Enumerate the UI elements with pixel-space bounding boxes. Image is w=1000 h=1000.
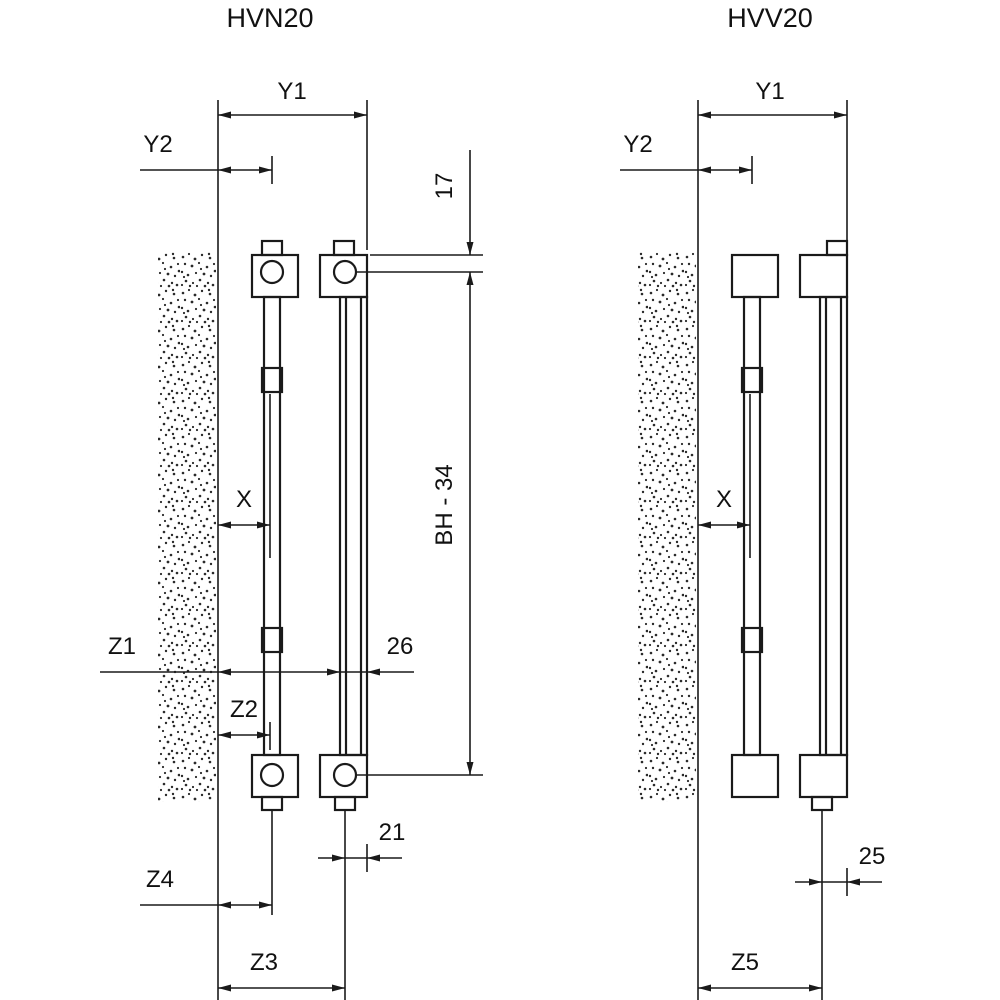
bottom-plug-back xyxy=(260,795,284,812)
dim-label-z1: Z1 xyxy=(108,633,136,660)
hvv20-dimensions: Y1 Y2 X 25 Z5 xyxy=(620,78,885,992)
bottom-header-back xyxy=(730,753,780,799)
bottom-connection-front xyxy=(332,762,358,788)
hvn20-title: HVN20 xyxy=(226,3,313,33)
bottom-header-front xyxy=(798,753,849,799)
bottom-plug-front xyxy=(333,795,357,812)
hvn20-dimensions: Y1 Y2 17 BH - 34 X xyxy=(100,78,483,992)
hvv20-title: HVV20 xyxy=(727,3,813,33)
top-plug-front xyxy=(825,239,849,257)
dim-label-z5: Z5 xyxy=(731,949,759,976)
dim-label-bh34: BH - 34 xyxy=(431,464,458,545)
dim-label-y1-left: Y1 xyxy=(277,78,306,105)
bottom-header-back xyxy=(250,753,300,799)
dim-label-z2: Z2 xyxy=(230,696,258,723)
wall-hatch-right xyxy=(638,252,696,802)
wall-bracket-upper xyxy=(740,366,764,394)
top-connection-front xyxy=(332,259,358,285)
wall-bracket-upper xyxy=(260,366,284,394)
bottom-connection-back xyxy=(259,762,285,788)
top-plug-back xyxy=(260,239,284,257)
dim-label-y1-right: Y1 xyxy=(755,78,784,105)
dim-label-z4: Z4 xyxy=(146,866,174,893)
top-connection-back xyxy=(259,259,285,285)
dim-label-x-right: X xyxy=(716,486,732,513)
dim-label-26: 26 xyxy=(387,633,414,660)
back-panel xyxy=(742,295,762,757)
dim-label-25: 25 xyxy=(859,843,886,870)
back-panel xyxy=(262,295,282,757)
top-header-front xyxy=(798,253,849,299)
front-panel xyxy=(818,295,849,757)
hvn20-diagram: HVN20 xyxy=(100,3,483,1000)
bottom-plug-front xyxy=(810,795,834,812)
dim-label-z3: Z3 xyxy=(250,949,278,976)
dim-label-y2-right: Y2 xyxy=(623,131,652,158)
wall-bracket-lower xyxy=(260,626,284,654)
top-plug-front xyxy=(332,239,356,257)
dim-label-x-left: X xyxy=(236,486,252,513)
front-panel xyxy=(338,295,369,757)
top-header-back xyxy=(730,253,780,299)
dim-label-17: 17 xyxy=(431,173,458,200)
wall-hatch-left xyxy=(158,252,216,802)
bottom-header-front xyxy=(318,753,369,799)
dim-label-21: 21 xyxy=(379,819,406,846)
hvv20-diagram: HVV20 Y1 xyxy=(620,3,885,1000)
dim-label-y2-left: Y2 xyxy=(143,131,172,158)
wall-bracket-lower xyxy=(740,626,764,654)
